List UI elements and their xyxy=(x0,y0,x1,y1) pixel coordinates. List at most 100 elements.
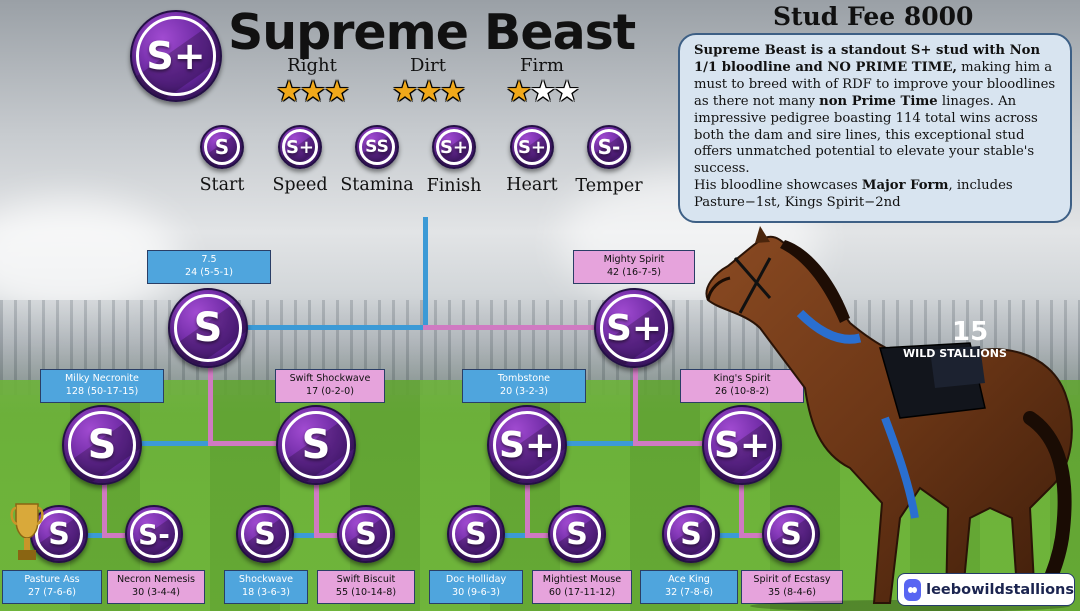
connector-g4a xyxy=(717,533,744,538)
connector-g4-down xyxy=(739,480,744,535)
dam-dam-grade-badge: S+ xyxy=(702,405,782,485)
sire-sire-grade-badge: S xyxy=(62,405,142,485)
desc-form-b: , includes Pasture−1st, Kings Spirit−2nd xyxy=(694,178,1013,211)
grade-text: S xyxy=(301,422,331,468)
g3-label: Spirit of Ecstasy 35 (8-4-6) xyxy=(741,570,843,604)
grade-text: S xyxy=(48,516,70,552)
horse-record: 60 (17-11-12) xyxy=(548,587,616,598)
horse-name: Doc Holliday xyxy=(445,574,507,585)
horse-name: Ace King xyxy=(668,574,710,585)
g3-label: Ace King 32 (7-8-6) xyxy=(640,570,738,604)
page-title: Supreme Beast xyxy=(228,4,636,61)
horse-name: Swift Biscuit xyxy=(336,574,396,585)
star-rating: ★★★ xyxy=(488,76,596,106)
pref-label: Dirt xyxy=(409,55,447,76)
g3-label: Mightiest Mouse 60 (17-11-12) xyxy=(532,570,632,604)
attr-grade: S+ xyxy=(285,136,315,158)
horse-record: 55 (10-14-8) xyxy=(335,587,397,598)
connector-sire-down xyxy=(208,360,213,442)
attr-start-badge: S xyxy=(200,125,244,169)
desc-bold-nonprime: non Prime Time xyxy=(819,93,938,109)
g3-grade-badge: S xyxy=(548,505,606,563)
attr-temper-badge: S- xyxy=(587,125,631,169)
connector-g2-down xyxy=(314,480,319,535)
attr-heart-badge: S+ xyxy=(510,125,554,169)
sire-sire-label: Milky Necronite 128 (50-17-15) xyxy=(40,369,164,403)
g3-grade-badge: S xyxy=(662,505,720,563)
star-empty-icon: ★ xyxy=(530,74,556,108)
horse-record: 42 (16-7-5) xyxy=(606,267,662,278)
star-filled-icon: ★ xyxy=(416,74,442,108)
horse-illustration: 15 WILD STALLIONS xyxy=(705,226,1073,611)
horse-name: Milky Necronite xyxy=(65,373,139,384)
star-filled-icon: ★ xyxy=(392,74,418,108)
grade-text: S- xyxy=(138,517,170,551)
horse-record: 30 (9-6-3) xyxy=(452,587,500,598)
star-rating: ★★★ xyxy=(374,76,482,106)
attr-stamina-label: Stamina xyxy=(340,175,414,195)
discord-icon xyxy=(904,578,922,601)
horse-record: 27 (7-6-6) xyxy=(28,587,76,598)
pref-label: Right xyxy=(287,55,337,76)
horse-record: 35 (8-4-6) xyxy=(768,587,816,598)
g3-label: Shockwave 18 (3-6-3) xyxy=(224,570,308,604)
horse-name: 7.5 xyxy=(201,254,217,265)
connector-dam xyxy=(423,325,601,330)
saddle-text: WILD STALLIONS xyxy=(903,347,1007,360)
main-grade-badge: S+ xyxy=(130,10,222,102)
g3-label: Pasture Ass 27 (7-6-6) xyxy=(2,570,102,604)
grade-text: S xyxy=(680,516,702,552)
g3-grade-badge: S xyxy=(337,505,395,563)
connector-dam-sire xyxy=(555,441,638,446)
description-box: Supreme Beast is a standout S+ stud with… xyxy=(678,33,1072,223)
sire-label: 7.5 24 (5-5-1) xyxy=(147,250,271,284)
attr-stamina-badge: SS xyxy=(355,125,399,169)
desc-bold-form: Major Form xyxy=(861,178,949,194)
star-filled-icon: ★ xyxy=(506,74,532,108)
sire-dam-label: Swift Shockwave 17 (0-2-0) xyxy=(275,369,385,403)
saddle-number: 15 xyxy=(952,317,988,347)
g3-label: Necron Nemesis 30 (3-4-4) xyxy=(107,570,205,604)
social-handle[interactable]: leebowildstallions xyxy=(897,573,1075,606)
connector-g3-down xyxy=(525,480,530,535)
desc-form-a: His bloodline showcases xyxy=(694,178,862,194)
connector-sire-dam xyxy=(208,441,290,446)
attr-grade: S+ xyxy=(439,136,469,158)
desc-bold-intro: Supreme Beast is a standout S+ stud with… xyxy=(694,43,1041,75)
attr-grade: S- xyxy=(597,135,621,159)
horse-record: 26 (10-8-2) xyxy=(714,386,770,397)
grade-text: S xyxy=(780,516,802,552)
horse-name: Necron Nemesis xyxy=(116,574,196,585)
dam-dam-label: King's Spirit 26 (10-8-2) xyxy=(680,369,804,403)
horse-record: 18 (3-6-3) xyxy=(242,587,290,598)
pref-label: Firm xyxy=(520,55,564,76)
horse-name: Shockwave xyxy=(238,574,294,585)
star-filled-icon: ★ xyxy=(300,74,326,108)
grade-text: S xyxy=(465,516,487,552)
attr-temper-label: Temper xyxy=(575,176,643,196)
social-handle-text: leebowildstallions xyxy=(926,581,1074,598)
horse-name: Swift Shockwave xyxy=(289,373,371,384)
stud-fee: Stud Fee 8000 xyxy=(773,2,974,31)
desc-text-a: making him a must to breed with of RDF t… xyxy=(694,59,1056,109)
g3-grade-badge: S xyxy=(236,505,294,563)
attr-speed-badge: S+ xyxy=(278,125,322,169)
connector-g1b xyxy=(102,533,128,538)
dam-sire-label: Tombstone 20 (3-2-3) xyxy=(462,369,586,403)
star-filled-icon: ★ xyxy=(440,74,466,108)
connector-sire xyxy=(240,325,428,330)
grade-text: S xyxy=(87,422,117,468)
pref-dirt: Dirt ★★★ xyxy=(374,55,482,106)
desc-text-b: linages. An impressive pedigree boasting… xyxy=(694,93,1038,177)
dam-grade-badge: S+ xyxy=(594,288,674,368)
pref-firm: Firm ★★★ xyxy=(488,55,596,106)
connector-dam-dam xyxy=(633,441,713,446)
horse-name: Pasture Ass xyxy=(24,574,80,585)
connector-g3b xyxy=(525,533,553,538)
connector-g2a xyxy=(290,533,319,538)
connector-dam-down xyxy=(633,355,638,442)
horse-name: King's Spirit xyxy=(713,373,771,384)
attr-grade: SS xyxy=(365,137,389,157)
grade-text: S xyxy=(355,516,377,552)
grade-text: S+ xyxy=(605,307,663,349)
